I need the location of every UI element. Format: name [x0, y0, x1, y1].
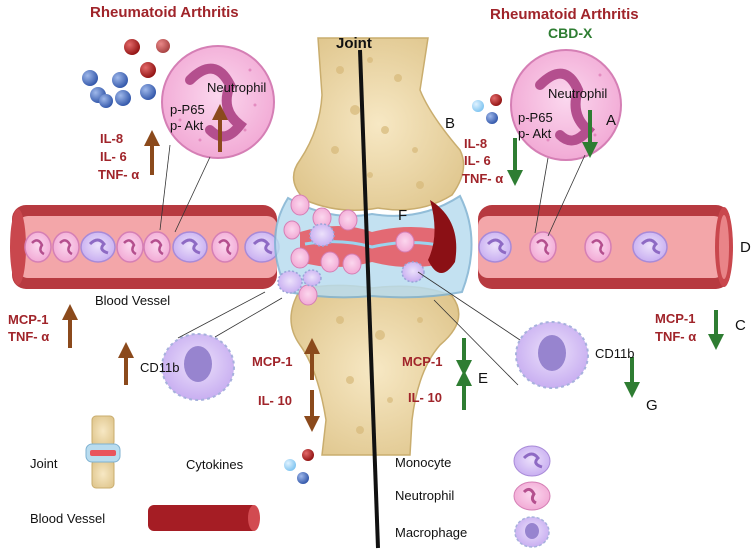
neutrophil-cell	[283, 220, 301, 240]
neutrophil-cell	[290, 247, 310, 269]
monocyte-cell	[632, 231, 668, 263]
neutrophil-cell	[290, 194, 310, 216]
neutrophil-cell	[342, 253, 362, 275]
legend-macrophage-label: Macrophage	[395, 525, 467, 540]
left-cytokine-il6: IL- 6	[100, 149, 127, 164]
left-vessel-mcp1: MCP-1	[8, 312, 48, 327]
right-cytokine-il6: IL- 6	[464, 153, 491, 168]
monocyte-cell	[244, 231, 280, 263]
neutrophil-cell	[211, 231, 239, 263]
left-title: Rheumatoid Arthritis	[90, 4, 239, 21]
vessel-cells-right	[478, 231, 668, 263]
legend-cytokines-icon	[284, 449, 314, 484]
right-title: Rheumatoid Arthritis	[490, 6, 639, 23]
legend-monocyte-label: Monocyte	[395, 455, 451, 470]
label-f: F	[398, 207, 407, 224]
neutrophil-cell	[24, 231, 52, 263]
label-d: D	[740, 239, 751, 256]
macrophage-large-left	[161, 291, 283, 401]
monocyte-cell	[478, 231, 512, 263]
right-cytokine-il8: IL-8	[464, 136, 487, 151]
legend: Joint Cytokines Blood Vessel Monocyte Ne…	[30, 415, 551, 548]
macrophage-cell	[401, 261, 425, 283]
legend-monocyte-icon	[513, 445, 551, 477]
left-joint-il10: IL- 10	[258, 393, 292, 408]
right-subtitle: CBD-X	[548, 25, 593, 41]
arrows-down	[456, 110, 724, 410]
vessel-cells-left	[24, 231, 280, 263]
divider-line	[358, 49, 380, 549]
right-joint-mcp1: MCP-1	[402, 354, 442, 369]
label-b: B	[445, 115, 455, 132]
left-vessel-tnf: TNF- α	[8, 329, 49, 344]
cytokine-dots-right	[472, 94, 502, 124]
left-cytokine-tnf: TNF- α	[98, 167, 139, 182]
arrows-up	[62, 104, 320, 432]
right-marker-akt: p- Akt	[518, 126, 552, 141]
neutrophil-cell	[529, 231, 557, 263]
left-marker-akt: p- Akt	[170, 118, 204, 133]
legend-macrophage-icon	[514, 516, 550, 548]
neutrophil-cell	[584, 231, 612, 263]
macrophage-cell	[302, 269, 322, 287]
legend-joint-label: Joint	[30, 456, 58, 471]
label-c: C	[735, 317, 746, 334]
neutrophil-cell	[320, 251, 340, 273]
legend-neutrophil-icon	[513, 481, 551, 511]
left-joint-mcp1: MCP-1	[252, 354, 292, 369]
joint-illustration	[274, 37, 473, 549]
cytokine-dots-left	[82, 39, 170, 108]
left-cytokine-il8: IL-8	[100, 131, 123, 146]
joint-title: Joint	[336, 35, 372, 52]
neutrophil-large-right	[510, 49, 622, 237]
right-cytokine-tnf: TNF- α	[462, 171, 503, 186]
macrophage-cell	[277, 270, 303, 294]
monocyte-cell	[172, 231, 208, 263]
right-marker-p65: p-P65	[518, 110, 553, 125]
macrophage-cell	[309, 223, 335, 247]
right-vessel-tnf: TNF- α	[655, 329, 696, 344]
left-cd11b-label: CD11b	[140, 360, 180, 375]
label-e: E	[478, 370, 488, 387]
blood-vessel-label: Blood Vessel	[95, 293, 170, 308]
left-neutrophil-label: Neutrophil	[207, 80, 266, 95]
neutrophil-cell	[143, 231, 171, 263]
neutrophil-cell	[116, 231, 144, 263]
neutrophil-cell	[298, 284, 318, 306]
legend-blood-vessel-label: Blood Vessel	[30, 511, 105, 526]
neutrophil-cell	[395, 231, 415, 253]
label-a: A	[606, 112, 616, 129]
right-cd11b-label: CD11b	[595, 346, 635, 361]
right-vessel-mcp1: MCP-1	[655, 311, 695, 326]
neutrophil-large-left	[159, 45, 275, 233]
right-joint-il10: IL- 10	[408, 390, 442, 405]
legend-blood-vessel-icon	[148, 505, 260, 531]
right-neutrophil-label: Neutrophil	[548, 86, 607, 101]
legend-neutrophil-label: Neutrophil	[395, 488, 454, 503]
monocyte-cell	[80, 231, 116, 263]
neutrophil-cell	[52, 231, 80, 263]
legend-cytokines-label: Cytokines	[186, 457, 244, 472]
label-g: G	[646, 397, 658, 414]
neutrophil-cell	[338, 209, 358, 231]
left-marker-p65: p-P65	[170, 102, 205, 117]
macrophage-large-right	[417, 271, 589, 389]
legend-joint-icon	[85, 415, 121, 489]
